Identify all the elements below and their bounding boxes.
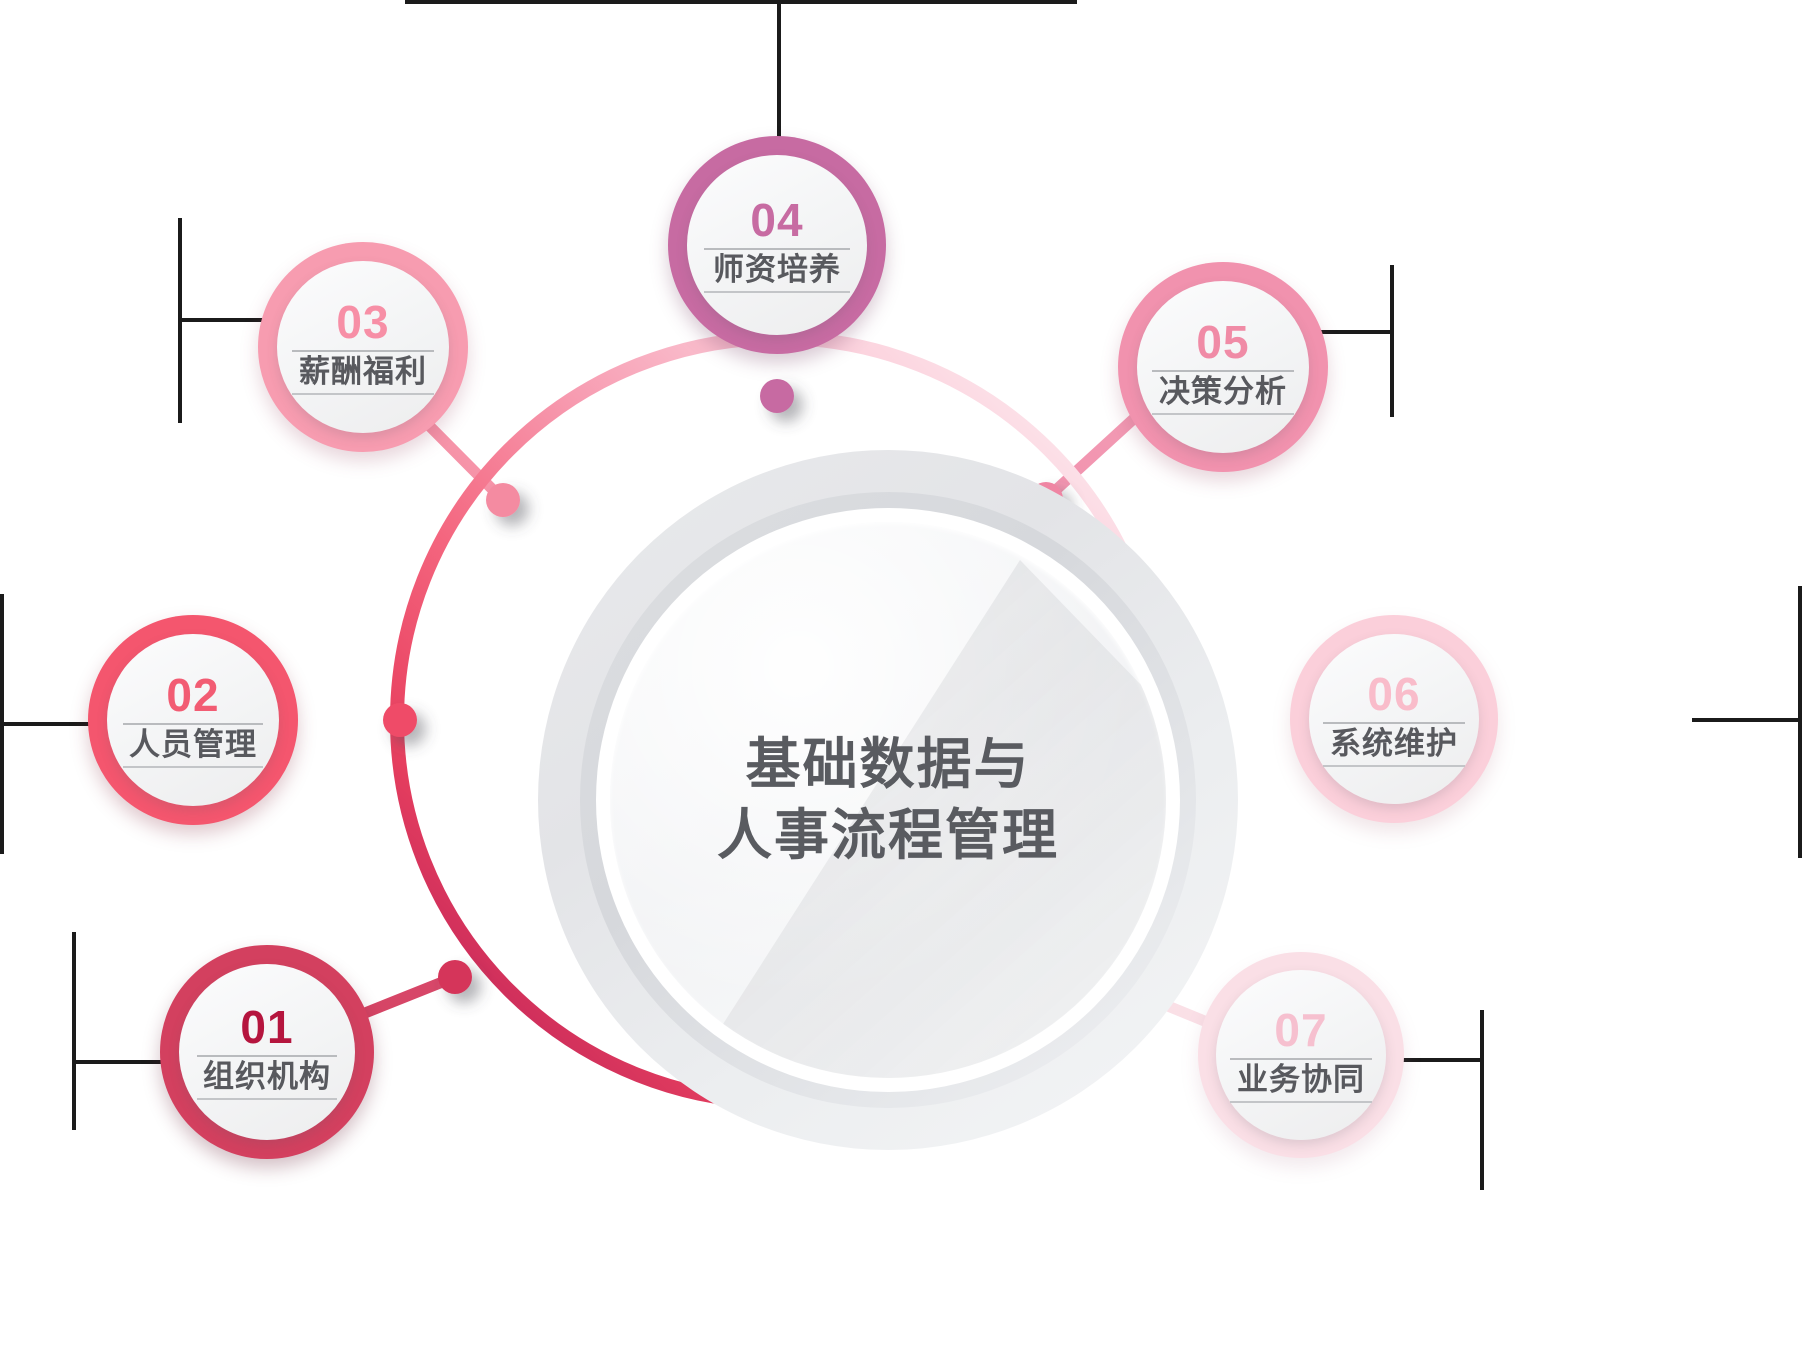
ring-junction-dot-02 bbox=[383, 703, 417, 737]
ring-junction-dot-04 bbox=[760, 379, 794, 413]
node-06-divider bbox=[1323, 722, 1465, 725]
node-05-underline bbox=[1152, 412, 1294, 415]
node-06[interactable]: 06 系统维护 bbox=[1290, 615, 1498, 823]
node-05[interactable]: 05 决策分析 bbox=[1118, 262, 1328, 472]
node-02-label: 人员管理 bbox=[129, 727, 257, 763]
node-02-number: 02 bbox=[166, 669, 220, 722]
node-05-disc[interactable]: 05 决策分析 bbox=[1137, 281, 1309, 453]
node-02-divider bbox=[123, 723, 263, 726]
node-06-underline bbox=[1323, 764, 1465, 767]
node-03-underline bbox=[292, 392, 434, 395]
node-04-underline bbox=[704, 290, 850, 293]
hub-title-line1: 基础数据与 bbox=[745, 732, 1031, 795]
node-04-disc[interactable]: 04 师资培养 bbox=[687, 155, 867, 335]
node-06-number: 06 bbox=[1367, 668, 1421, 721]
callout-line-05-horizontal bbox=[1286, 330, 1394, 334]
node-01-underline bbox=[197, 1097, 337, 1100]
callout-line-04-vertical bbox=[777, 0, 781, 160]
node-01-divider bbox=[197, 1055, 337, 1058]
node-02[interactable]: 02 人员管理 bbox=[88, 615, 298, 825]
hub-title-line2: 人事流程管理 bbox=[716, 804, 1059, 866]
node-05-label: 决策分析 bbox=[1159, 374, 1287, 410]
node-07[interactable]: 07 业务协同 bbox=[1198, 952, 1404, 1158]
node-03-divider bbox=[292, 350, 434, 353]
node-06-disc[interactable]: 06 系统维护 bbox=[1309, 634, 1479, 804]
callout-line-03-horizontal bbox=[178, 318, 288, 322]
node-01-label: 组织机构 bbox=[203, 1059, 331, 1095]
ring-junction-dot-01 bbox=[438, 960, 472, 994]
node-07-underline bbox=[1230, 1100, 1372, 1103]
node-05-divider bbox=[1152, 370, 1294, 373]
node-07-number: 07 bbox=[1274, 1004, 1328, 1057]
node-07-divider bbox=[1230, 1058, 1372, 1061]
callout-line-06-horizontal bbox=[1692, 718, 1802, 722]
ring-junction-dot-03 bbox=[486, 483, 520, 517]
node-04[interactable]: 04 师资培养 bbox=[668, 136, 886, 354]
node-01-number: 01 bbox=[240, 1001, 294, 1054]
node-03-number: 03 bbox=[336, 296, 390, 349]
node-03[interactable]: 03 薪酬福利 bbox=[258, 242, 468, 452]
callout-line-07-vertical bbox=[1480, 1010, 1484, 1190]
callout-line-02-horizontal bbox=[0, 722, 102, 726]
node-07-label: 业务协同 bbox=[1237, 1062, 1365, 1098]
callout-line-01-vertical bbox=[72, 932, 76, 1130]
callout-line-07-horizontal bbox=[1390, 1058, 1484, 1062]
node-03-disc[interactable]: 03 薪酬福利 bbox=[277, 261, 449, 433]
node-01[interactable]: 01 组织机构 bbox=[160, 945, 374, 1159]
callout-line-06-vertical bbox=[1798, 586, 1802, 858]
node-04-label: 师资培养 bbox=[713, 252, 841, 288]
node-05-number: 05 bbox=[1196, 316, 1250, 369]
node-07-disc[interactable]: 07 业务协同 bbox=[1216, 970, 1386, 1140]
node-02-underline bbox=[123, 765, 263, 768]
node-01-disc[interactable]: 01 组织机构 bbox=[179, 964, 355, 1140]
node-04-number: 04 bbox=[750, 194, 804, 247]
node-02-disc[interactable]: 02 人员管理 bbox=[107, 634, 279, 806]
callout-line-01-horizontal bbox=[72, 1060, 172, 1064]
node-04-divider bbox=[704, 248, 850, 251]
hub-title: 基础数据与 人事流程管理 bbox=[610, 522, 1166, 1078]
callout-line-04-horizontal bbox=[405, 0, 1077, 4]
callout-line-05-vertical bbox=[1390, 265, 1394, 417]
node-03-label: 薪酬福利 bbox=[299, 354, 427, 390]
node-06-label: 系统维护 bbox=[1330, 726, 1458, 762]
